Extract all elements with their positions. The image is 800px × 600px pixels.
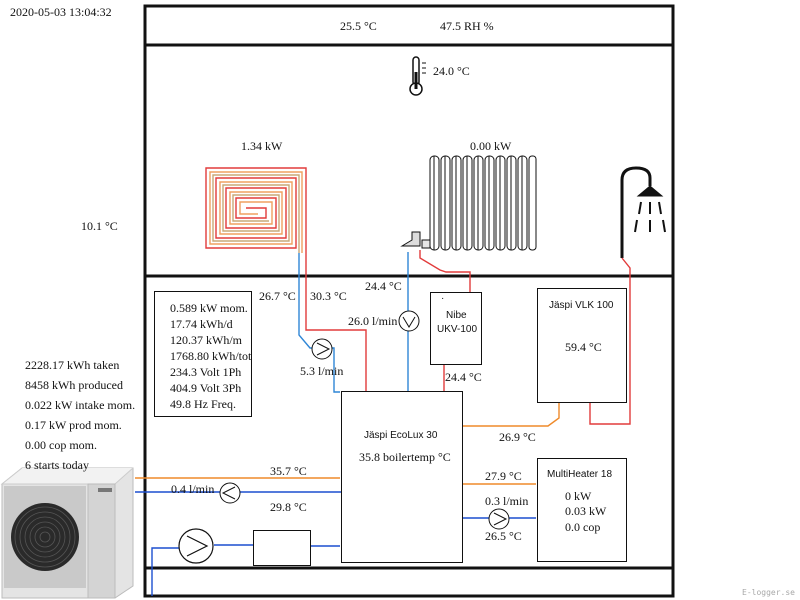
basement-unit-box	[253, 530, 311, 566]
heat-pump-stat-line: 8458 kWh produced	[25, 378, 123, 392]
vlk-pipe-temp: 26.9 °C	[499, 430, 536, 444]
pump-floor-heating	[311, 338, 333, 360]
nibe-ventilation-box	[430, 292, 482, 365]
radiator-power: 0.00 kW	[470, 139, 512, 153]
boiler-name: Jäspi EcoLux 30	[364, 430, 438, 441]
multiheater-supply-temp: 27.9 °C	[485, 469, 522, 483]
timestamp: 2020-05-03 13:04:32	[10, 5, 112, 19]
heat-pump-stat-line: 2228.17 kWh taken	[25, 358, 120, 372]
multiheater-power2: 0.03 kW	[565, 504, 607, 518]
boiler-temp: 35.8 boilertemp °C	[359, 450, 451, 464]
pump-multiheater	[488, 508, 510, 530]
electric-meter-line: 49.8 Hz Freq.	[170, 397, 236, 411]
vlk-tank-box	[537, 288, 627, 403]
watermark: E-logger.se	[742, 588, 795, 597]
multiheater-name: MultiHeater 18	[547, 469, 613, 480]
pump-basement	[178, 528, 214, 564]
radiator-flow: 26.0 l/min	[348, 314, 398, 328]
house-outline	[143, 4, 675, 598]
radiator-supply-pipe	[419, 250, 471, 292]
heat-pump-stat-line: 0.022 kW intake mom.	[25, 398, 136, 412]
electric-meter-text: 0.589 kW mom. 17.74 kWh/d 120.37 kWh/m 1…	[170, 300, 251, 412]
floor-heating-coil-icon	[205, 167, 307, 253]
electric-meter-line: 17.74 kWh/d	[170, 317, 233, 331]
indoor-temperature: 25.5 °C	[340, 19, 377, 33]
vlk-boiler-pipe	[462, 402, 560, 427]
heat-pump-stats: 2228.17 kWh taken 8458 kWh produced 0.02…	[25, 355, 135, 475]
basement-supply-pipe	[151, 547, 180, 596]
thermometer-icon	[409, 56, 426, 96]
multiheater-box	[537, 458, 627, 562]
floor-heating-supply-temp: 30.3 °C	[310, 289, 347, 303]
heat-pump-stat-line: 0.00 cop mom.	[25, 438, 97, 452]
floor-heating-return-temp: 26.7 °C	[259, 289, 296, 303]
radiator-icon	[400, 155, 537, 251]
electric-meter-line: 0.589 kW mom.	[170, 301, 248, 315]
multiheater-cop: 0.0 cop	[565, 520, 601, 534]
outdoor-temperature: 10.1 °C	[81, 219, 118, 233]
pump-radiator	[398, 310, 420, 332]
floor-heating-supply-pipe	[305, 253, 367, 392]
shower-icon	[620, 166, 666, 258]
electric-meter-line: 120.37 kWh/m	[170, 333, 242, 347]
hot-water-pipe	[589, 257, 631, 425]
floor-heating-power: 1.34 kW	[241, 139, 283, 153]
radiator-temp: 24.4 °C	[365, 279, 402, 293]
vlk-temp: 59.4 °C	[565, 340, 602, 354]
heat-pump-outdoor-unit	[0, 467, 134, 599]
room-temperature: 24.0 °C	[433, 64, 470, 78]
heatpump-flow: 0.4 l/min	[171, 482, 215, 496]
indoor-humidity: 47.5 RH %	[440, 19, 494, 33]
heat-pump-stat-line: 6 starts today	[25, 458, 89, 472]
electric-meter-line: 234.3 Volt 1Ph	[170, 365, 242, 379]
nibe-name-line2: UKV-100	[437, 324, 478, 335]
boiler-box	[341, 391, 463, 563]
heatpump-return-temp: 29.8 °C	[270, 500, 307, 514]
nibe-temp: 24.4 °C	[445, 370, 482, 384]
multiheater-return-temp: 26.5 °C	[485, 529, 522, 543]
multiheater-flow: 0.3 l/min	[485, 494, 529, 508]
electric-meter-line: 404.9 Volt 3Ph	[170, 381, 242, 395]
multiheater-power: 0 kW	[565, 489, 592, 503]
nibe-name-line1: Nibe	[446, 310, 467, 321]
fan-grille-icon	[11, 503, 79, 571]
heatpump-supply-temp: 35.7 °C	[270, 464, 307, 478]
floor-heating-flow: 5.3 l/min	[300, 364, 344, 378]
pump-heatpump	[219, 482, 241, 504]
nibe-dot: ·	[441, 293, 445, 304]
heat-pump-stat-line: 0.17 kW prod mom.	[25, 418, 122, 432]
vlk-name: Jäspi VLK 100	[549, 300, 614, 311]
electric-meter-line: 1768.80 kWh/tot	[170, 349, 252, 363]
electric-meter-box	[154, 291, 252, 417]
